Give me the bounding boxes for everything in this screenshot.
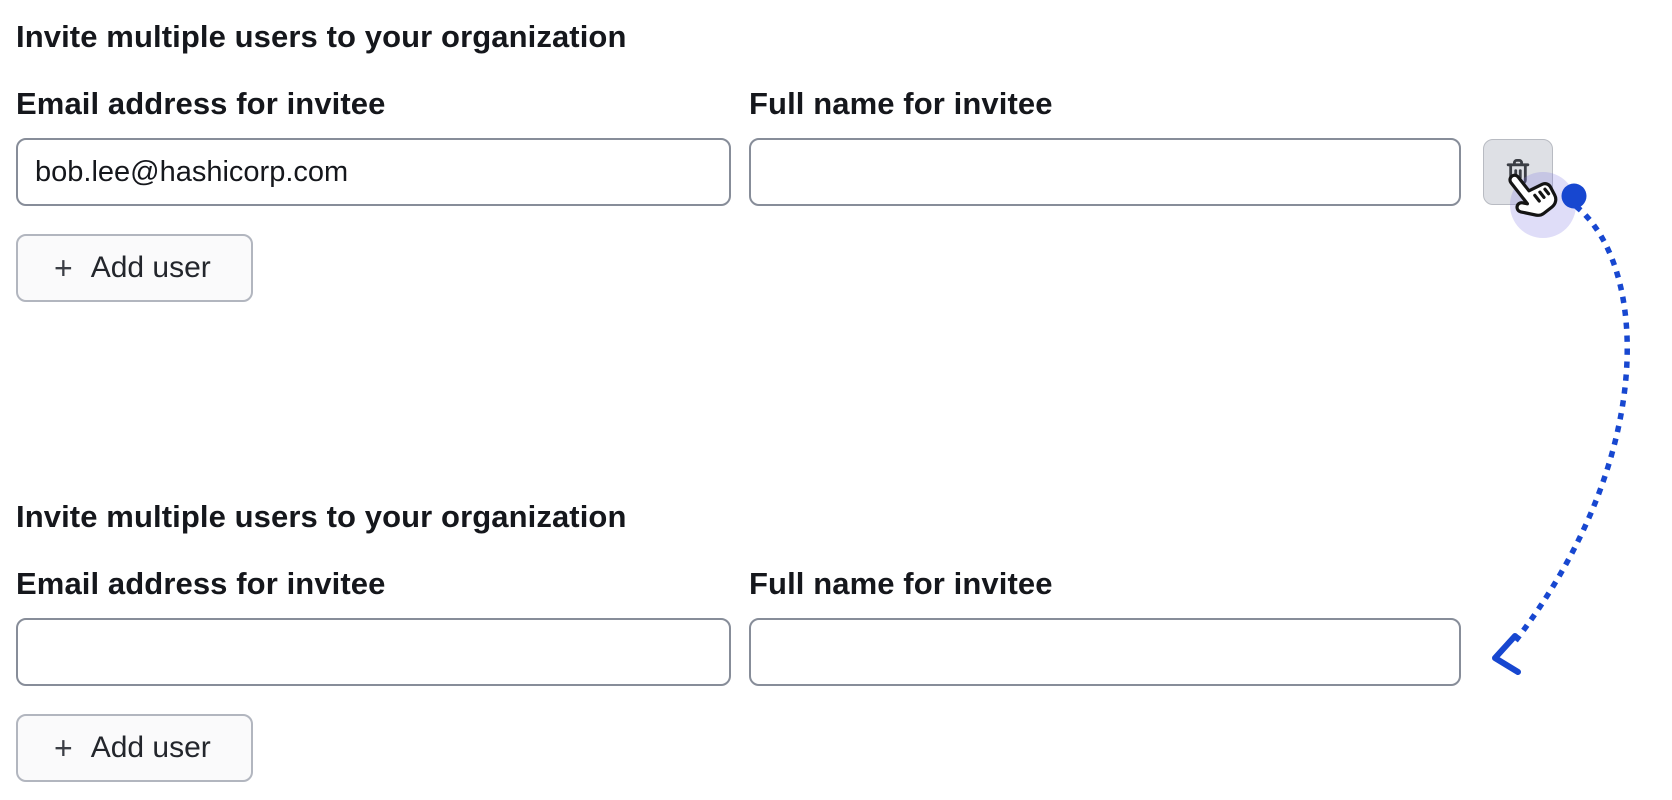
email-label: Email address for invitee (16, 86, 386, 122)
full-name-input[interactable] (749, 138, 1461, 207)
full-name-label: Full name for invitee (749, 86, 1053, 122)
delete-row-button[interactable] (1483, 139, 1553, 206)
invitee-row: Email address for invitee Full name for … (16, 85, 1553, 207)
invite-form-before: Invite multiple users to your organizati… (16, 18, 1553, 303)
section-title: Invite multiple users to your organizati… (16, 19, 627, 54)
section-title: Invite multiple users to your organizati… (16, 499, 627, 534)
email-field-group: Email address for invitee (16, 565, 731, 687)
add-user-button[interactable]: + Add user (16, 714, 253, 783)
invitee-row: Email address for invitee Full name for … (16, 565, 1461, 687)
plus-icon: + (54, 730, 73, 767)
email-input[interactable] (16, 618, 731, 687)
invite-form-after: Invite multiple users to your organizati… (16, 498, 1461, 783)
plus-icon: + (54, 250, 73, 287)
email-label: Email address for invitee (16, 566, 386, 602)
add-user-label: Add user (90, 731, 211, 765)
full-name-input[interactable] (749, 618, 1461, 687)
full-name-field-group: Full name for invitee (749, 85, 1461, 207)
full-name-label: Full name for invitee (749, 566, 1053, 602)
hand-pointer-cursor (1493, 154, 1574, 236)
add-user-label: Add user (90, 251, 211, 285)
email-input[interactable] (16, 138, 731, 207)
arrowhead (1492, 633, 1521, 675)
full-name-field-group: Full name for invitee (749, 565, 1461, 687)
add-user-button[interactable]: + Add user (16, 234, 253, 303)
email-field-group: Email address for invitee (16, 85, 731, 207)
